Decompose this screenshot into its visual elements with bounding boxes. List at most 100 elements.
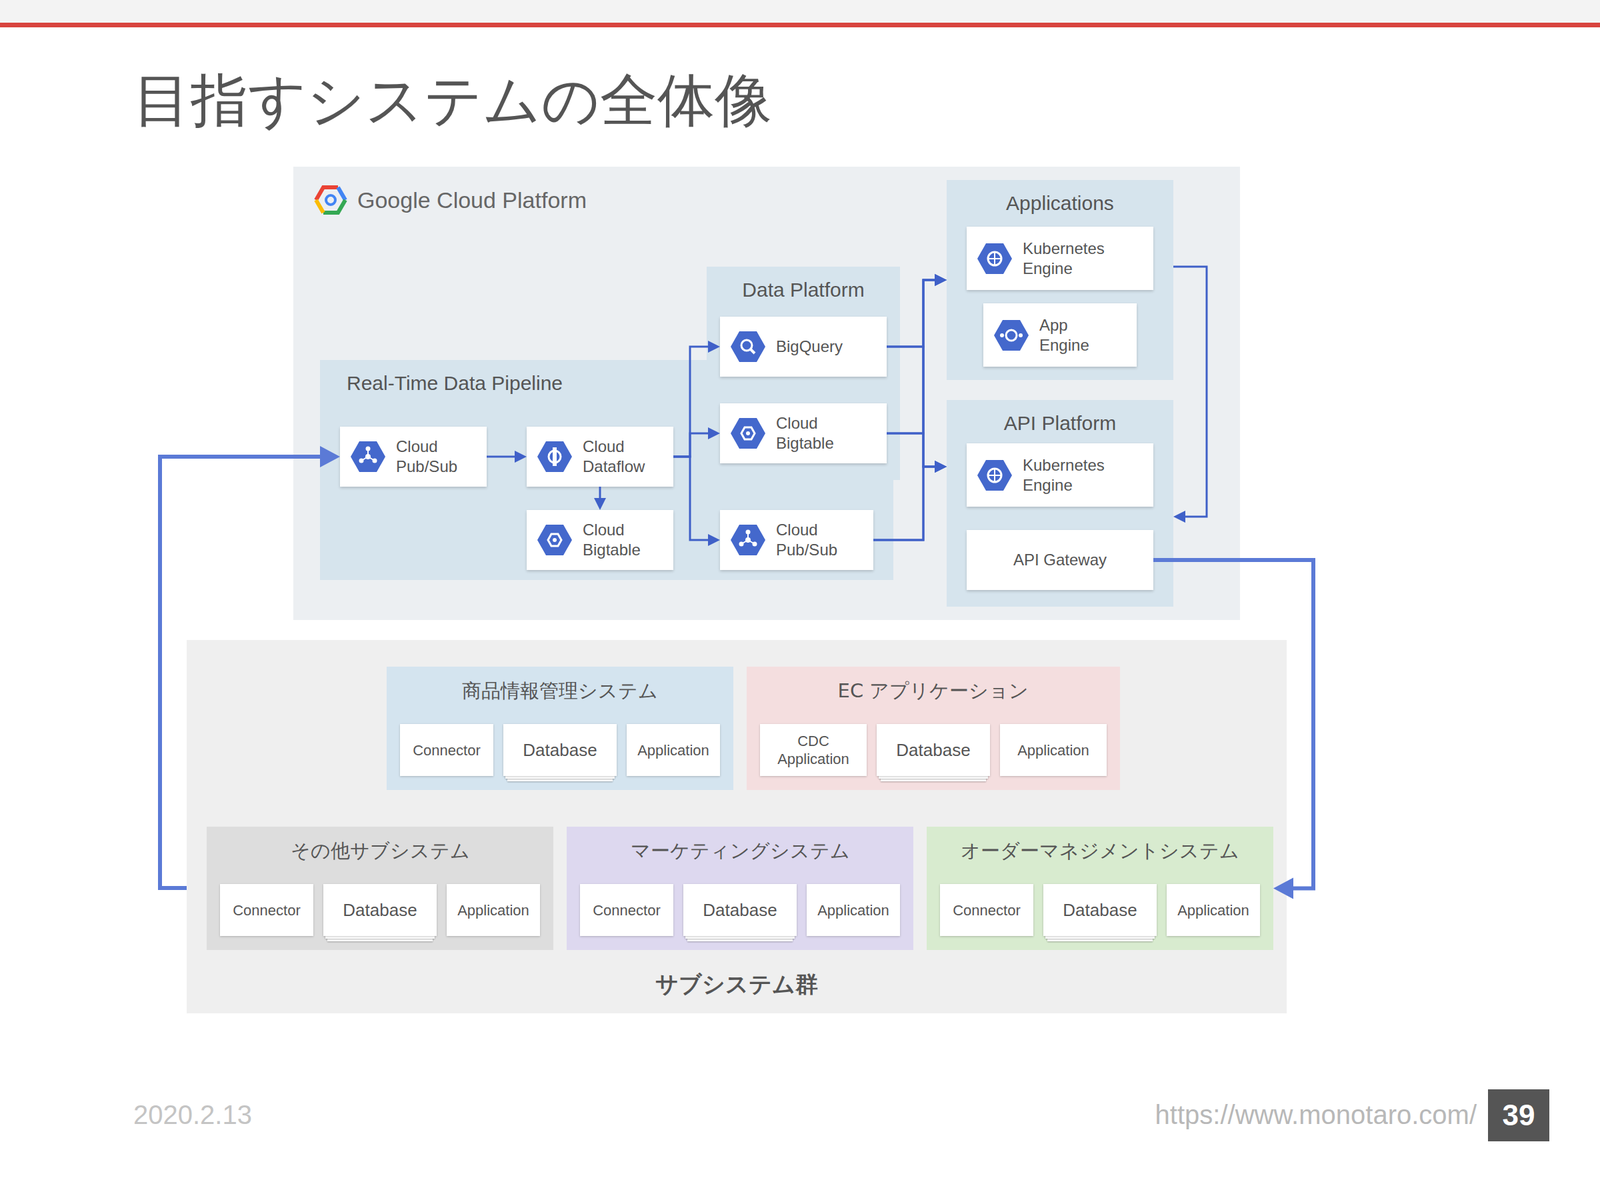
database-box: Database [876,724,990,776]
service-icon [976,456,1014,494]
arrow-head [934,460,947,473]
node-label: Connector [232,901,301,920]
component-box: Application [1000,724,1107,776]
connector-line [873,280,938,540]
icon-glyph [1018,333,1023,338]
connector-line [1173,266,1207,517]
component-box: Application [806,884,900,936]
node-label: Database [702,900,777,920]
icon-hexagon [350,441,386,472]
service-box: Cloud Bigtable [720,403,887,464]
flow-arrow [886,433,947,473]
arrow-head [708,340,720,353]
arrow-head [934,274,947,286]
connector-line [486,456,518,458]
subsystem-box: マーケティングシステムConnectorDatabaseApplication [566,826,914,950]
node-label: Cloud Bigtable [582,520,656,560]
icon-glyph [745,537,751,543]
subsystem-box: オーダーマネジメントシステム Connector Database Applicati… [926,826,1274,950]
flow-arrow [886,274,947,434]
node-label: EC アプリケーション [753,677,1114,704]
page-number: 39 [1488,1089,1550,1142]
database-box: Database [503,724,617,776]
flow-arrow [1173,266,1207,523]
node-label: Database [522,740,597,760]
database-box: Database [683,884,797,936]
connector-line [673,346,712,457]
node-label: Connector [412,741,481,760]
icon-glyph [988,468,1002,482]
node-label: 商品情報管理システム [393,677,727,704]
service-icon [349,438,387,476]
arrow-head [1173,510,1186,523]
logo-part [338,187,346,200]
database-box: Database [323,884,437,936]
flow-arrow [873,460,947,540]
service-box: Cloud Pub/Sub [340,426,487,487]
icon-glyph [988,474,1002,476]
service-icon [976,240,1014,278]
arrow-head [934,460,947,473]
logo-part [316,200,324,213]
node-label: Kubernetes Engine [1022,455,1116,496]
node-label: Data Platform [722,276,884,304]
icon-glyph [552,538,557,542]
icon-glyph [746,530,751,535]
component-box: Connector [400,724,494,776]
service-box: Cloud Pub/Sub [720,510,874,570]
component-box: Application [446,884,540,936]
icon-glyph [988,258,1002,260]
node-label: Database [1062,900,1137,920]
slide-header-bar [0,0,1600,40]
flow-arrow [886,274,947,347]
slide-title: 目指すシステムの全体像 [133,63,772,137]
node-label: Connector [952,901,1021,920]
node-label: マーケティングシステム [573,837,907,864]
icon-hexagon [977,460,1012,491]
arrow-head [708,534,720,546]
icon-glyph [1000,333,1004,338]
component-box: Connector [940,884,1034,936]
node-label: その他サブシステム [213,837,547,864]
icon-hexagon [730,524,766,556]
node-label: Application [637,741,710,760]
flow-arrow [673,340,720,457]
node-label: BigQuery [776,336,856,357]
subsystem-band: サブシステム群商品情報管理システムConnectorDatabaseApplic… [186,640,1287,1014]
icon-glyph [365,454,371,460]
connector-line [1153,560,1314,889]
service-box: Kubernetes Engine [966,226,1154,290]
icon-glyph [752,542,758,547]
icon-glyph [750,349,755,354]
flow-arrow [886,346,947,473]
node-label: Real-Time Data Pipeline [336,369,878,398]
icon-hexagon [537,524,572,556]
node-label: Database [342,900,417,920]
arrow-head [934,460,947,473]
icon-hexagon [977,243,1012,274]
node-label: Application [1017,741,1090,760]
icon-glyph [746,431,750,436]
node-label: API Platform [962,409,1158,438]
flow-arrow [873,274,947,540]
service-icon [729,521,767,559]
icon-glyph [552,447,557,466]
node-label: Cloud Pub/Sub [396,436,470,477]
flow-arrow [594,486,606,510]
node-label: CDC Application [770,732,857,768]
icon-glyph [366,446,371,452]
service-group: API PlatformKubernetes EngineAPI Gateway [946,400,1174,607]
connector-line [673,433,712,457]
service-box: BigQuery [720,316,887,377]
connector-line [886,346,938,467]
node-label: Application [1177,901,1250,920]
icon-glyph [741,340,752,351]
service-group: Data PlatformBigQueryCloud Bigtable [706,266,900,480]
icon-glyph [988,252,1002,266]
arrow-head [934,274,947,286]
connector-line [160,456,326,888]
icon-hexagon [730,331,766,362]
node-label: オーダーマネジメントシステム [933,837,1267,864]
